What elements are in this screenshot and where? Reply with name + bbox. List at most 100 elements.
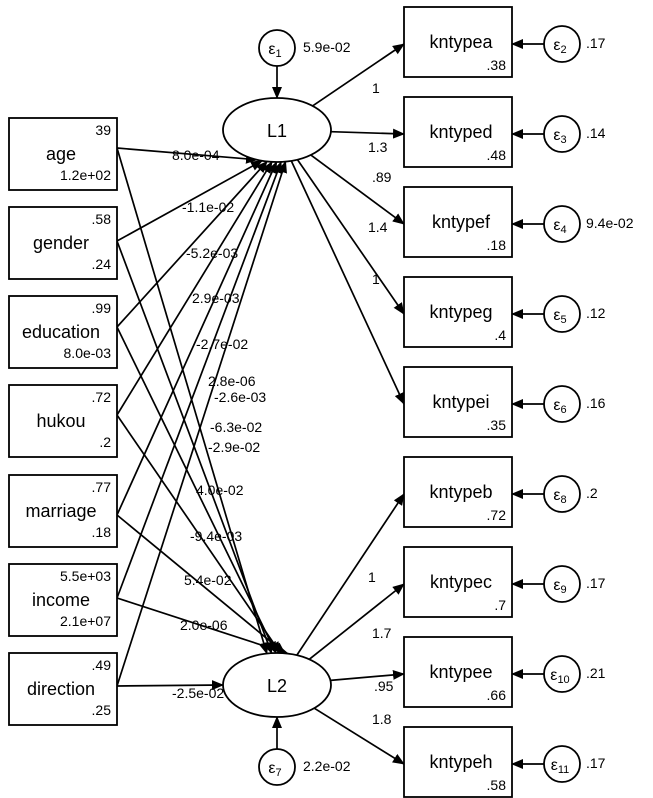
- predictor-label-age: age: [46, 144, 76, 164]
- error-variance-kntyped: .14: [586, 125, 606, 141]
- path-marriage-to-l2: [116, 514, 286, 654]
- path-education-to-l2: [116, 326, 277, 654]
- error-label-kntypec: ε9: [553, 577, 566, 596]
- path-marriage-to-l1: [116, 161, 278, 516]
- predictor-variance-direction: .25: [92, 702, 112, 718]
- predictor-box-age: [8, 117, 118, 191]
- loading-kntypef: .89: [372, 169, 392, 185]
- indicator-intercept-kntypef: .18: [487, 237, 507, 253]
- predictor-label-direction: direction: [27, 679, 95, 699]
- indicator-label-kntypef: kntypef: [432, 212, 491, 232]
- error-variance-kntypeb: .2: [586, 485, 598, 501]
- indicator-label-kntypeb: kntypeb: [429, 482, 492, 502]
- error-circle-kntypea: [543, 25, 581, 63]
- predictor-box-income: [8, 563, 118, 637]
- coef-to-l2-hukou: -9.4e-03: [190, 528, 242, 544]
- predictor-mean-gender: .58: [92, 211, 112, 227]
- path-l2-to-kntypeh: [313, 707, 405, 765]
- path-l1-to-kntypei: [290, 160, 405, 405]
- latent-error-variance-l1: 5.9e-02: [303, 39, 351, 55]
- predictor-mean-hukou: .72: [92, 389, 112, 405]
- predictor-box-marriage: [8, 474, 118, 548]
- path-hukou-to-l1: [116, 161, 273, 416]
- labels-layer: 8.0e-04-1.1e-02-5.2e-032.9e-03-2.7e-022.…: [172, 35, 634, 774]
- indicator-box-kntypef: [403, 186, 513, 258]
- coef-to-l2-direction: -2.5e-02: [172, 685, 224, 701]
- path-education-to-l1: [116, 160, 268, 328]
- loading-kntypei: 1: [372, 271, 380, 287]
- indicator-box-kntyped: [403, 96, 513, 168]
- path-l2-to-kntypec: [308, 583, 405, 661]
- error-circle-kntypef: [543, 205, 581, 243]
- coef-to-l1-hukou: 2.9e-03: [192, 290, 240, 306]
- error-label-kntypeh: ε11: [551, 757, 570, 776]
- path-l2-to-kntypee: [330, 669, 405, 682]
- error-label-kntypei: ε6: [553, 397, 566, 416]
- indicator-label-kntypeg: kntypeg: [429, 302, 492, 322]
- coef-to-l1-gender: -1.1e-02: [182, 199, 234, 215]
- error-variance-kntypeh: .17: [586, 755, 606, 771]
- path-income-to-l2: [116, 597, 290, 656]
- loading-kntyped: 1.3: [368, 139, 388, 155]
- indicator-label-kntypee: kntypee: [429, 662, 492, 682]
- coef-to-l2-education: 4.0e-02: [196, 482, 244, 498]
- path-l1-to-kntypeg: [296, 159, 405, 315]
- predictor-variance-gender: .24: [92, 256, 112, 272]
- path-gender-to-l1: [116, 160, 263, 242]
- predictor-variance-hukou: .2: [99, 434, 111, 450]
- error-circle-kntypeh: [543, 745, 581, 783]
- latent-label-l1: L1: [267, 121, 287, 141]
- path-income-to-l1: [116, 160, 282, 599]
- error-circle-kntypeb: [543, 475, 581, 513]
- latent-label-l2: L2: [267, 676, 287, 696]
- error-label-kntypea: ε2: [553, 37, 566, 56]
- coef-to-l1-marriage: -2.7e-02: [196, 336, 248, 352]
- path-l2-to-kntypeb: [296, 493, 405, 656]
- indicator-intercept-kntyped: .48: [487, 147, 507, 163]
- predictor-box-hukou: [8, 384, 118, 458]
- error-variance-kntypee: .21: [586, 665, 606, 681]
- coef-to-l2-marriage: 5.4e-02: [184, 572, 232, 588]
- path-l1-to-kntypef: [310, 154, 405, 225]
- latent-l2: [222, 652, 332, 718]
- predictor-variance-income: 2.1e+07: [60, 613, 111, 629]
- path-direction-to-l2: [116, 680, 224, 691]
- latent-error-variance-l2: 2.2e-02: [303, 758, 351, 774]
- predictor-label-gender: gender: [33, 233, 89, 253]
- indicator-label-kntypeh: kntypeh: [429, 752, 492, 772]
- latent-error-circle-l1: [258, 29, 296, 67]
- predictor-label-hukou: hukou: [36, 411, 85, 431]
- path-l1-to-kntypea: [312, 43, 405, 107]
- coef-to-l1-income: 2.8e-06: [208, 373, 256, 389]
- error-circle-kntypee: [543, 655, 581, 693]
- path-age-to-l1: [116, 147, 259, 164]
- indicator-intercept-kntypec: .7: [494, 597, 506, 613]
- error-variance-kntypef: 9.4e-02: [586, 215, 634, 231]
- latent-error-label-l2: ε7: [268, 760, 281, 779]
- indicator-label-kntyped: kntyped: [429, 122, 492, 142]
- indicator-box-kntypei: [403, 366, 513, 438]
- latent-error-circle-l2: [258, 748, 296, 786]
- indicator-box-kntypec: [403, 546, 513, 618]
- latent-l1: [222, 97, 332, 163]
- path-direction-to-l1: [116, 160, 287, 687]
- indicator-box-kntypeg: [403, 276, 513, 348]
- coef-to-l1-direction: -6.3e-02: [210, 419, 262, 435]
- error-circle-kntypec: [543, 565, 581, 603]
- error-label-kntypeg: ε5: [553, 307, 566, 326]
- coef-to-l2-gender: -2.9e-02: [208, 439, 260, 455]
- predictor-box-direction: [8, 652, 118, 726]
- nodes-layer: L1L239age1.2e+02.58gender.24.99education…: [8, 6, 581, 798]
- indicator-box-kntypea: [403, 6, 513, 78]
- indicator-label-kntypec: kntypec: [430, 572, 492, 592]
- predictor-label-marriage: marriage: [25, 501, 96, 521]
- coef-to-l2-income: 2.0e-06: [180, 617, 228, 633]
- error-label-kntyped: ε3: [553, 127, 566, 146]
- edges-layer: [116, 39, 544, 769]
- error-label-kntypef: ε4: [553, 217, 566, 236]
- loading-kntypeg: 1.4: [368, 219, 388, 235]
- predictor-mean-education: .99: [92, 300, 112, 316]
- error-variance-kntypeg: .12: [586, 305, 606, 321]
- error-circle-kntypeg: [543, 295, 581, 333]
